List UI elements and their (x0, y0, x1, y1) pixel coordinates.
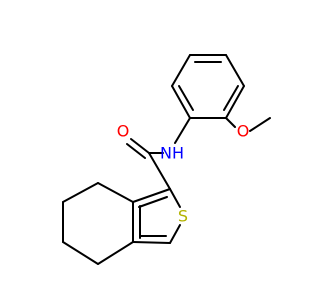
bond-ring6 (62, 182, 99, 203)
bond-thiophene-double (132, 241, 171, 244)
bond-thiophene-double (132, 188, 171, 203)
bond-phenyl (225, 54, 245, 87)
sulfur-label: S (178, 207, 188, 226)
bond-n-aryl (174, 117, 191, 144)
bond-phenyl-inner (223, 85, 239, 111)
bond-carbonyl-double-inner (126, 143, 146, 159)
methoxy-oxygen-label: O (237, 122, 250, 141)
amide-nh-label: NH (160, 144, 184, 163)
bond-c-carbonyl (148, 152, 171, 190)
bond-phenyl (171, 85, 191, 119)
bond-phenyl (171, 54, 191, 87)
bond-o-methyl (249, 117, 271, 132)
bond-thiophene-double-inner (138, 196, 168, 208)
molecule-structure: O NH O S (62, 54, 271, 265)
bond-ring6 (97, 182, 134, 203)
bond-aryl-o (225, 117, 236, 128)
bond-thiophene (169, 224, 181, 244)
bond-carbonyl-double (130, 138, 150, 154)
atom-label-layer: O NH O S (117, 122, 250, 226)
bond-phenyl (225, 85, 245, 119)
bond-thiophene (169, 188, 181, 208)
carbonyl-oxygen-label: O (117, 122, 130, 141)
bond-ring6 (62, 241, 99, 265)
bond-ring6 (97, 241, 134, 265)
bond-layer (62, 54, 271, 265)
bond-phenyl-inner (178, 85, 194, 111)
